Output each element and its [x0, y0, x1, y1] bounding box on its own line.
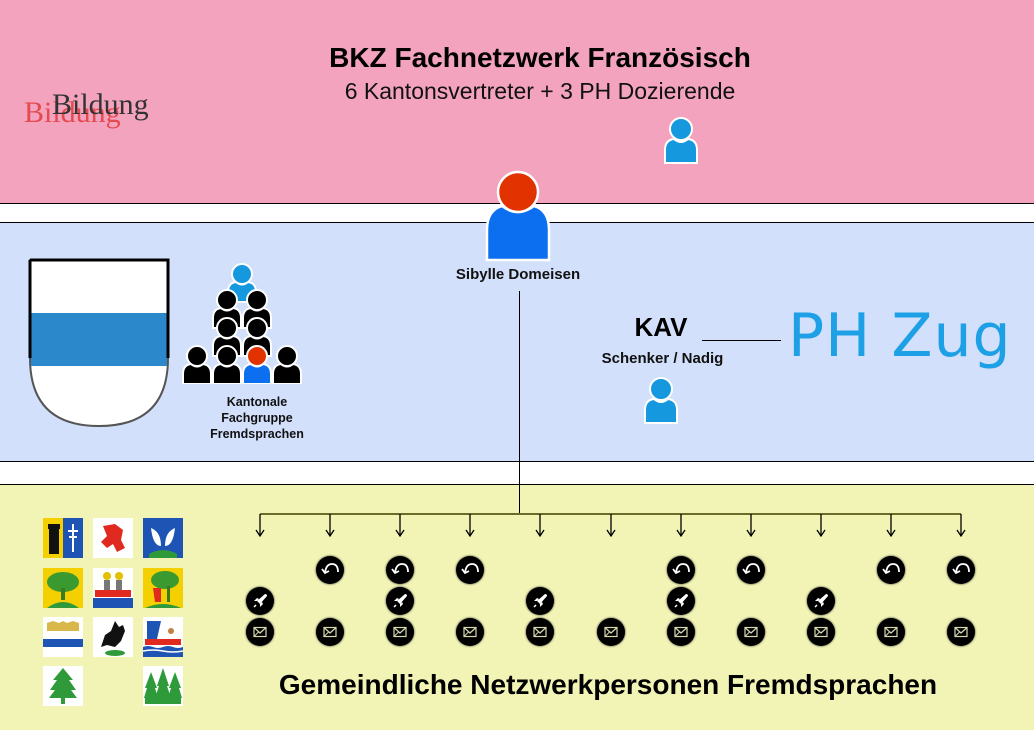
rocket-icon[interactable]: [667, 587, 695, 615]
crest-red-bear-icon: [93, 518, 133, 558]
branch-arrow: [606, 514, 616, 538]
group-label-line: Fremdsprachen: [210, 427, 304, 441]
kav-ph-connector: [702, 340, 781, 341]
person-icon-highlight: [242, 345, 272, 384]
mail-icon[interactable]: [246, 618, 274, 646]
group-label-line: Kantonale: [226, 395, 288, 409]
mail-icon[interactable]: [737, 618, 765, 646]
page-title: BKZ Fachnetzwerk Französisch: [329, 42, 751, 73]
branch-arrow: [886, 514, 896, 538]
crest-boat-figures-icon: [93, 568, 133, 608]
rocket-icon[interactable]: [526, 587, 554, 615]
logo-text-red: Bildung: [24, 96, 121, 129]
crest-tree-bear-icon: [143, 568, 183, 608]
crest-black-ibex-icon: [93, 617, 133, 657]
person-icon-member: [182, 345, 212, 384]
mail-icon[interactable]: [316, 618, 344, 646]
crest-tower-cross-icon: [43, 518, 83, 558]
crest-three-firs-icon: [143, 666, 183, 706]
group-label-line: Fachgruppe: [221, 411, 293, 425]
ph-zug-logo: PH Zug: [788, 301, 1012, 371]
mail-icon[interactable]: [526, 618, 554, 646]
branch-arrow: [816, 514, 826, 538]
rocket-icon[interactable]: [386, 587, 414, 615]
zug-coat-of-arms: [28, 258, 170, 428]
undo-icon[interactable]: [386, 556, 414, 584]
kav-label: KAV: [634, 312, 688, 342]
branch-arrow: [395, 514, 405, 538]
rocket-icon[interactable]: [246, 587, 274, 615]
crest-sailing-ship-icon: [142, 617, 184, 657]
connector-line-vertical: [519, 291, 520, 514]
mail-icon[interactable]: [456, 618, 484, 646]
rocket-icon[interactable]: [807, 587, 835, 615]
person-icon-member: [242, 317, 272, 357]
undo-icon[interactable]: [737, 556, 765, 584]
branch-arrow: [465, 514, 475, 538]
mail-icon[interactable]: [667, 618, 695, 646]
undo-icon[interactable]: [947, 556, 975, 584]
top-band-bkz: [0, 0, 1034, 204]
mail-icon[interactable]: [877, 618, 905, 646]
person-icon-kav: [644, 377, 678, 424]
person-icon-member: [212, 345, 242, 384]
person-icon-member: [272, 345, 302, 384]
person-icon-ph-lecturer: [664, 117, 698, 164]
branch-arrow: [676, 514, 686, 538]
branch-arrow: [535, 514, 545, 538]
central-person-name: Sibylle Domeisen: [455, 266, 581, 283]
undo-icon[interactable]: [456, 556, 484, 584]
crest-crown-stripe-icon: [43, 617, 83, 657]
undo-icon[interactable]: [316, 556, 344, 584]
bildung-logo: Bildung Bildung: [24, 88, 149, 129]
mail-icon[interactable]: [597, 618, 625, 646]
kav-names: Schenker / Nadig: [601, 350, 724, 367]
crest-single-fir-icon: [43, 666, 83, 706]
undo-icon[interactable]: [877, 556, 905, 584]
band-gap: [0, 462, 1034, 485]
mail-icon[interactable]: [386, 618, 414, 646]
middle-band-canton: [0, 223, 1034, 462]
group-pyramid-icon: [182, 263, 302, 384]
undo-icon[interactable]: [667, 556, 695, 584]
municipal-label: Gemeindliche Netzwerkpersonen Fremdsprac…: [278, 669, 938, 700]
crest-tree-yellow-icon: [43, 568, 83, 608]
branch-arrow: [325, 514, 335, 538]
logo-text-dark: Bildung: [52, 88, 149, 121]
page-subtitle: 6 Kantonsvertreter + 3 PH Dozierende: [344, 78, 736, 104]
crest-white-birds-icon: [143, 518, 183, 558]
mail-icon[interactable]: [947, 618, 975, 646]
distribution-tree: [255, 513, 966, 538]
branch-arrow: [746, 514, 756, 538]
branch-arrow: [255, 514, 265, 538]
person-icon-central: [485, 170, 551, 262]
group-label: Kantonale Fachgruppe Fremdsprachen: [190, 394, 324, 442]
mail-icon[interactable]: [807, 618, 835, 646]
branch-arrow: [956, 514, 966, 538]
